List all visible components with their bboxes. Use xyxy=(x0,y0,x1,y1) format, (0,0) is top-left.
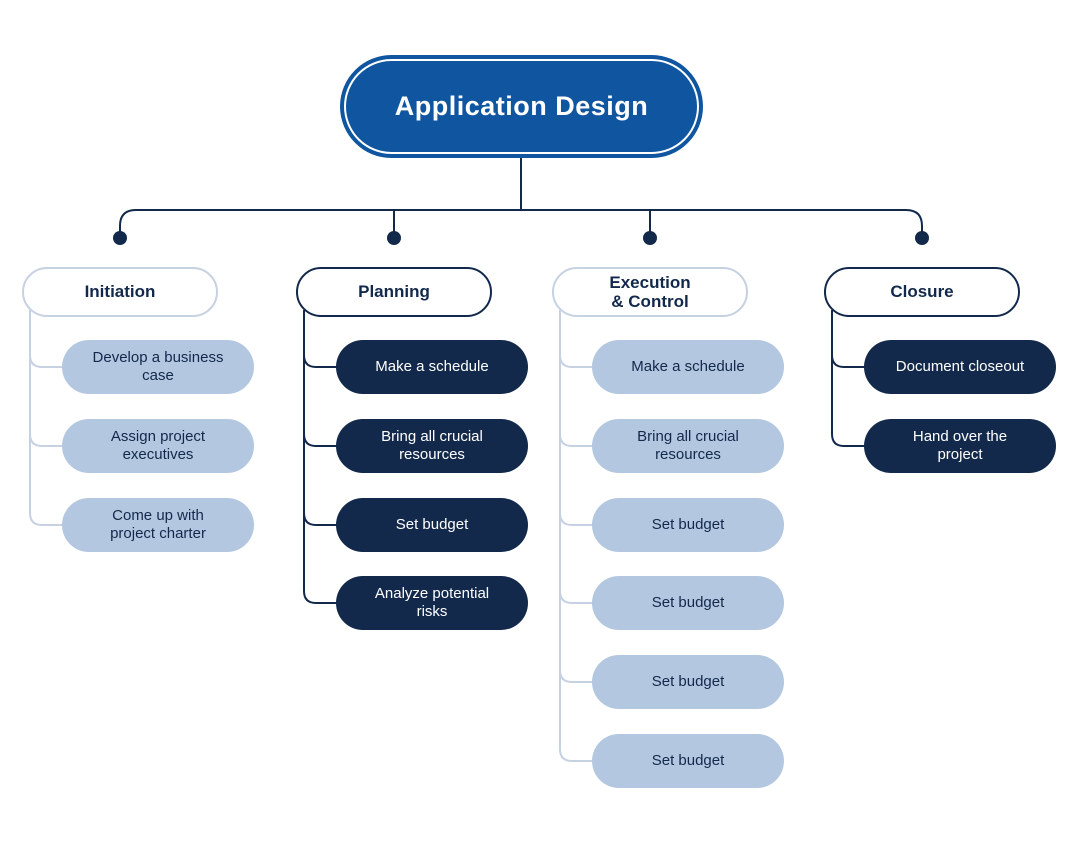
task-node-closure-1[interactable]: Document closeout xyxy=(864,340,1056,394)
task-node-execution-control-1[interactable]: Make a schedule xyxy=(592,340,784,394)
branch-header-initiation[interactable]: Initiation xyxy=(22,267,218,317)
task-node-execution-control-3[interactable]: Set budget xyxy=(592,498,784,552)
branch-dot xyxy=(387,231,401,245)
task-node-planning-4[interactable]: Analyze potential risks xyxy=(336,576,528,630)
branch-header-planning[interactable]: Planning xyxy=(296,267,492,317)
task-node-execution-control-5[interactable]: Set budget xyxy=(592,655,784,709)
branch-header-execution-control[interactable]: Execution & Control xyxy=(552,267,748,317)
branch-header-closure[interactable]: Closure xyxy=(824,267,1020,317)
root-node[interactable]: Application Design xyxy=(344,59,699,154)
task-node-execution-control-4[interactable]: Set budget xyxy=(592,576,784,630)
task-node-planning-1[interactable]: Make a schedule xyxy=(336,340,528,394)
task-node-execution-control-6[interactable]: Set budget xyxy=(592,734,784,788)
task-node-closure-2[interactable]: Hand over the project xyxy=(864,419,1056,473)
root-node-label: Application Design xyxy=(394,91,649,121)
task-node-planning-2[interactable]: Bring all crucial resources xyxy=(336,419,528,473)
branch-dot xyxy=(915,231,929,245)
branch-dot xyxy=(643,231,657,245)
task-node-initiation-3[interactable]: Come up with project charter xyxy=(62,498,254,552)
task-node-execution-control-2[interactable]: Bring all crucial resources xyxy=(592,419,784,473)
task-node-planning-3[interactable]: Set budget xyxy=(336,498,528,552)
task-node-initiation-1[interactable]: Develop a business case xyxy=(62,340,254,394)
branch-dot xyxy=(113,231,127,245)
task-node-initiation-2[interactable]: Assign project executives xyxy=(62,419,254,473)
